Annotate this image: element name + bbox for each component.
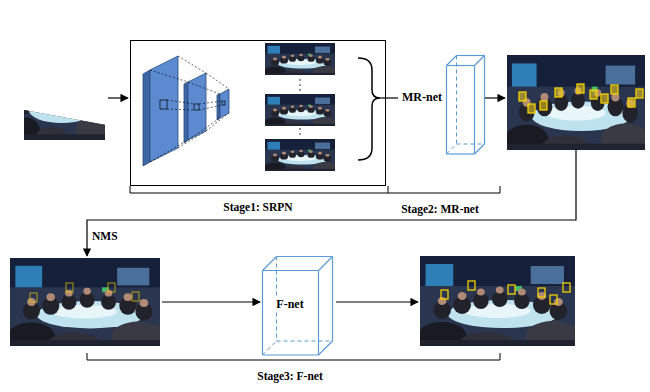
- cube-hidden-edge: [447, 144, 457, 154]
- flow-arrows: [87, 98, 576, 302]
- scaled-photo: [264, 94, 338, 130]
- final-photo: [418, 256, 581, 356]
- cube-edge: [475, 56, 485, 66]
- stage-title: Stage3: F-net: [257, 370, 322, 383]
- cube-edge: [484, 56, 485, 145]
- stage-title: Stage1: SRPN: [223, 201, 292, 214]
- cube-edge: [475, 144, 485, 154]
- cube-edge: [319, 257, 333, 271]
- cube-edge: [263, 270, 319, 271]
- cube-edge: [319, 341, 333, 355]
- cube-edge: [446, 66, 447, 155]
- nms-photo: [8, 258, 166, 356]
- cube-edge: [457, 55, 485, 56]
- cnn-layers: [143, 56, 229, 166]
- stage-title: Stage2: MR-net: [401, 203, 479, 216]
- network-block: F-net: [262, 256, 334, 356]
- output-photo: [505, 55, 650, 161]
- cube-edge: [447, 153, 475, 154]
- network-block: MR-net: [398, 55, 486, 155]
- stage-border: [130, 40, 386, 186]
- brace: [358, 58, 380, 160]
- cube-hidden-edge: [277, 341, 333, 342]
- detection-boxes: [30, 283, 139, 302]
- ellipsis-dashes: [300, 79, 301, 137]
- cube-edge: [263, 257, 277, 271]
- scaled-photo: [264, 43, 338, 79]
- cube-edge: [277, 256, 333, 257]
- detection-boxes: [519, 84, 643, 113]
- cube-edge: [332, 257, 333, 342]
- step-label: NMS: [92, 230, 118, 243]
- connector: [386, 97, 398, 98]
- cnn-projections: [150, 56, 229, 162]
- input-photo: [11, 55, 109, 149]
- cube-hidden-edge: [263, 341, 277, 355]
- network-name: F-net: [274, 298, 305, 312]
- cube-edge: [263, 354, 319, 355]
- cube-edge: [447, 65, 475, 66]
- cube-hidden-edge: [456, 56, 457, 145]
- cube-edge: [262, 271, 263, 356]
- cube-hidden-edge: [457, 144, 485, 145]
- detection-boxes: [441, 281, 570, 304]
- cnn-kernels: [160, 100, 225, 110]
- scaled-photo: [264, 139, 338, 175]
- stage-brackets: [87, 186, 500, 360]
- cube-outline: [398, 55, 486, 155]
- cube-edge: [447, 56, 457, 66]
- stage-frame: Stage1: SRPN: [130, 40, 386, 214]
- cube-edge: [318, 271, 319, 356]
- network-name: MR-net: [402, 91, 442, 105]
- cube-edge: [474, 66, 475, 155]
